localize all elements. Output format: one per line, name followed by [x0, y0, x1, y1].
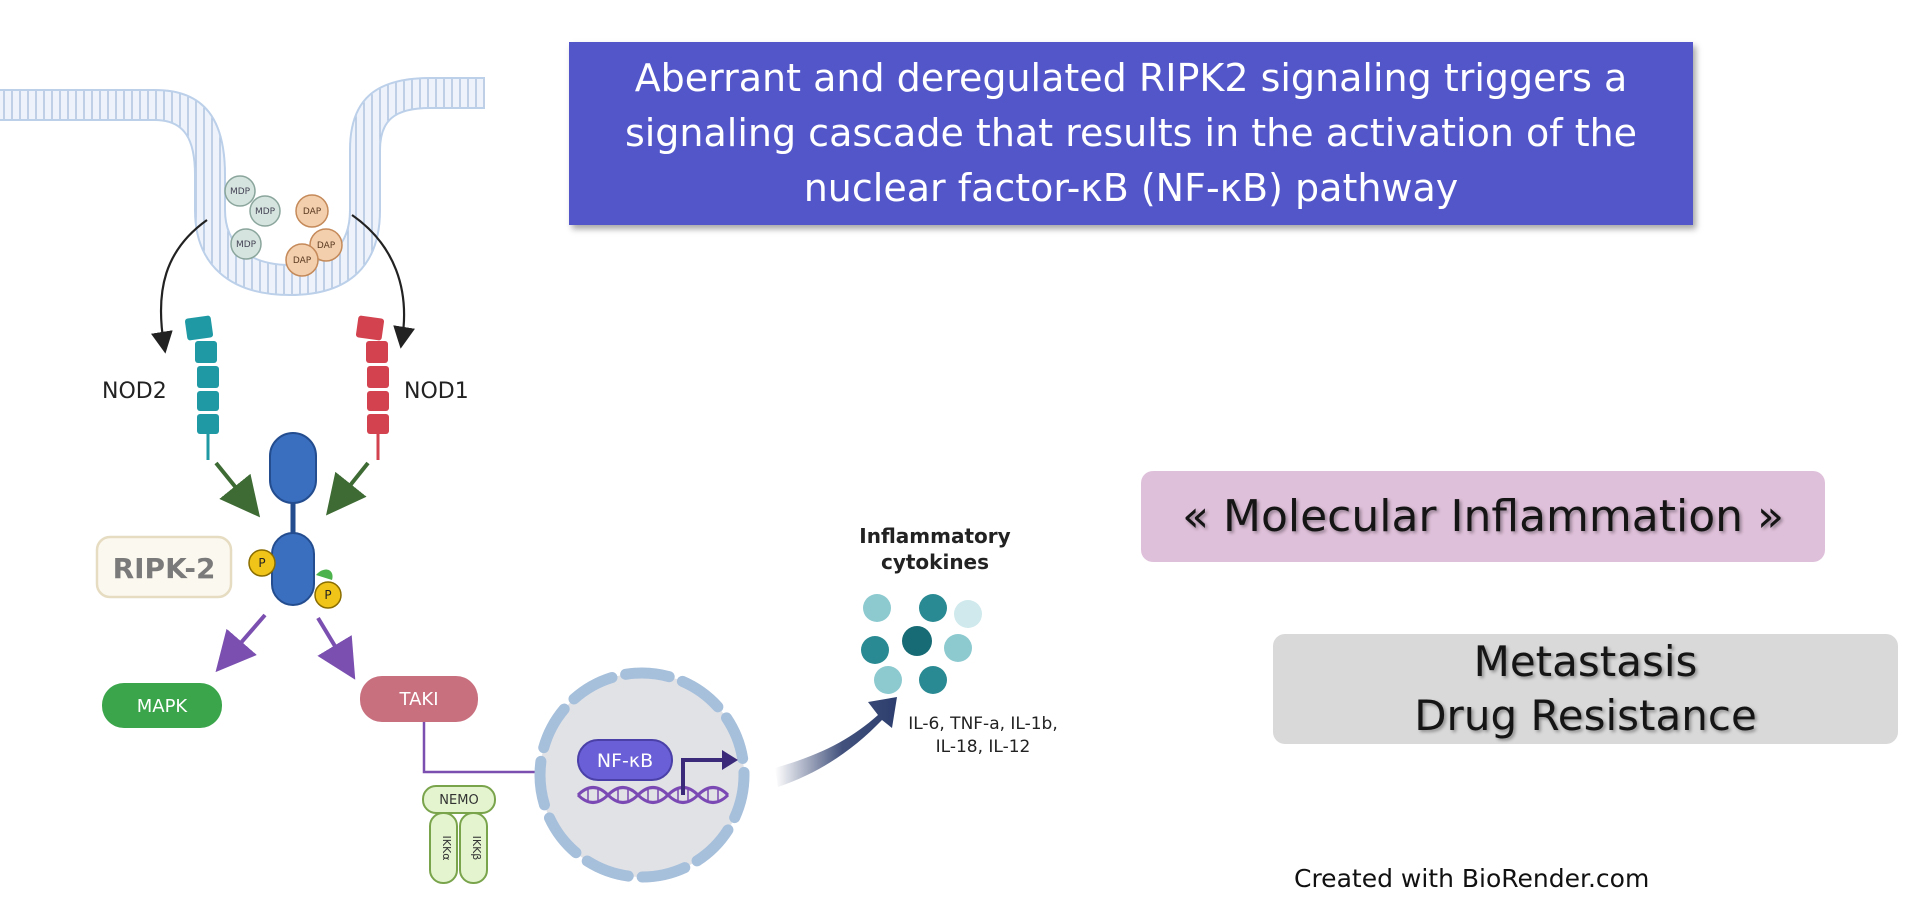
arrow-nod2-to-ripk2 — [214, 461, 261, 518]
phosphate-group: P P — [248, 549, 342, 609]
transcription-arrow-head — [722, 750, 738, 770]
ikkb-label: IKKβ — [470, 836, 483, 861]
cytokine-list: IL-6, TNF-a, IL-1b, IL-18, IL-12 — [908, 714, 1058, 757]
cytokine-list-line1: IL-6, TNF-a, IL-1b, — [908, 714, 1058, 734]
cytokine-cluster — [861, 594, 982, 694]
nod2-receptor — [184, 315, 219, 460]
mdp-molecule: MDP — [230, 228, 262, 260]
nod1-receptor — [355, 315, 389, 460]
dap-molecule: DAP — [309, 228, 343, 262]
arrow-nod1-to-ripk2 — [326, 461, 370, 516]
nfkb-node: NF-κB — [577, 739, 673, 781]
mapk-label: MAPK — [137, 696, 189, 717]
dap-molecule: DAP — [285, 243, 319, 277]
dna-helix — [576, 786, 730, 804]
ripk2-label-box: RIPK-2 — [95, 535, 233, 599]
tak1-label: TAKI — [398, 689, 438, 710]
dap-molecule: DAP — [295, 194, 329, 228]
nemo-label: NEMO — [439, 793, 478, 808]
molecular-inflammation-label: « Molecular Inflammation » — [1182, 491, 1784, 542]
outcomes-box: Metastasis Drug Resistance — [1273, 634, 1898, 744]
cytokine-list-line2: IL-18, IL-12 — [936, 737, 1031, 757]
phosphate-label: P — [258, 556, 265, 570]
arrow-tak1-to-nfkb — [422, 722, 584, 785]
title-line: nuclear factor-κB (NF-κB) pathway — [803, 166, 1459, 210]
dap-label: DAP — [303, 207, 322, 217]
title-line: Aberrant and deregulated RIPK2 signaling… — [634, 56, 1628, 100]
transcription-arrow — [681, 758, 725, 795]
ikk-complex: NEMO IKKα IKKβ — [422, 785, 496, 884]
dap-label: DAP — [317, 241, 336, 251]
nod2-label: NOD2 — [102, 379, 167, 404]
arrow-to-nod2 — [151, 219, 208, 354]
cytokines-heading-line1: Inflammatory — [859, 524, 1010, 548]
mdp-molecule: MDP — [249, 195, 281, 227]
nod1-label: NOD1 — [404, 379, 469, 404]
arrow-ripk2-to-mapk — [215, 613, 267, 673]
tak1-node: TAKI — [360, 676, 478, 722]
nfkb-label: NF-κB — [597, 750, 653, 772]
title-banner: Aberrant and deregulated RIPK2 signaling… — [569, 42, 1693, 225]
cytokines-heading-line2: cytokines — [881, 550, 989, 574]
ripk2-protein — [269, 432, 333, 606]
mdp-label: MDP — [230, 187, 251, 197]
arrow-to-nod1 — [351, 214, 415, 349]
credit-text: Created with BioRender.com — [1294, 864, 1650, 893]
ikka-label: IKKα — [440, 836, 453, 861]
arrow-ripk2-to-tak1 — [316, 616, 356, 680]
outcome-drug-resistance: Drug Resistance — [1414, 691, 1757, 740]
mapk-node: MAPK — [102, 683, 222, 728]
molecular-inflammation-box: « Molecular Inflammation » — [1141, 471, 1825, 562]
cytokines-heading: Inflammatory cytokines — [859, 524, 1010, 574]
phosphate-label: P — [324, 588, 331, 602]
dap-label: DAP — [293, 256, 312, 266]
mdp-molecule: MDP — [224, 175, 256, 207]
mdp-label: MDP — [236, 240, 257, 250]
mdp-label: MDP — [255, 207, 276, 217]
outcome-metastasis: Metastasis — [1473, 637, 1698, 686]
release-arrow — [775, 697, 897, 787]
title-line: signaling cascade that results in the ac… — [624, 111, 1638, 155]
ripk2-label: RIPK-2 — [113, 552, 216, 585]
ligand-group: MDP MDP MDP DAP DAP DAP — [224, 175, 343, 277]
